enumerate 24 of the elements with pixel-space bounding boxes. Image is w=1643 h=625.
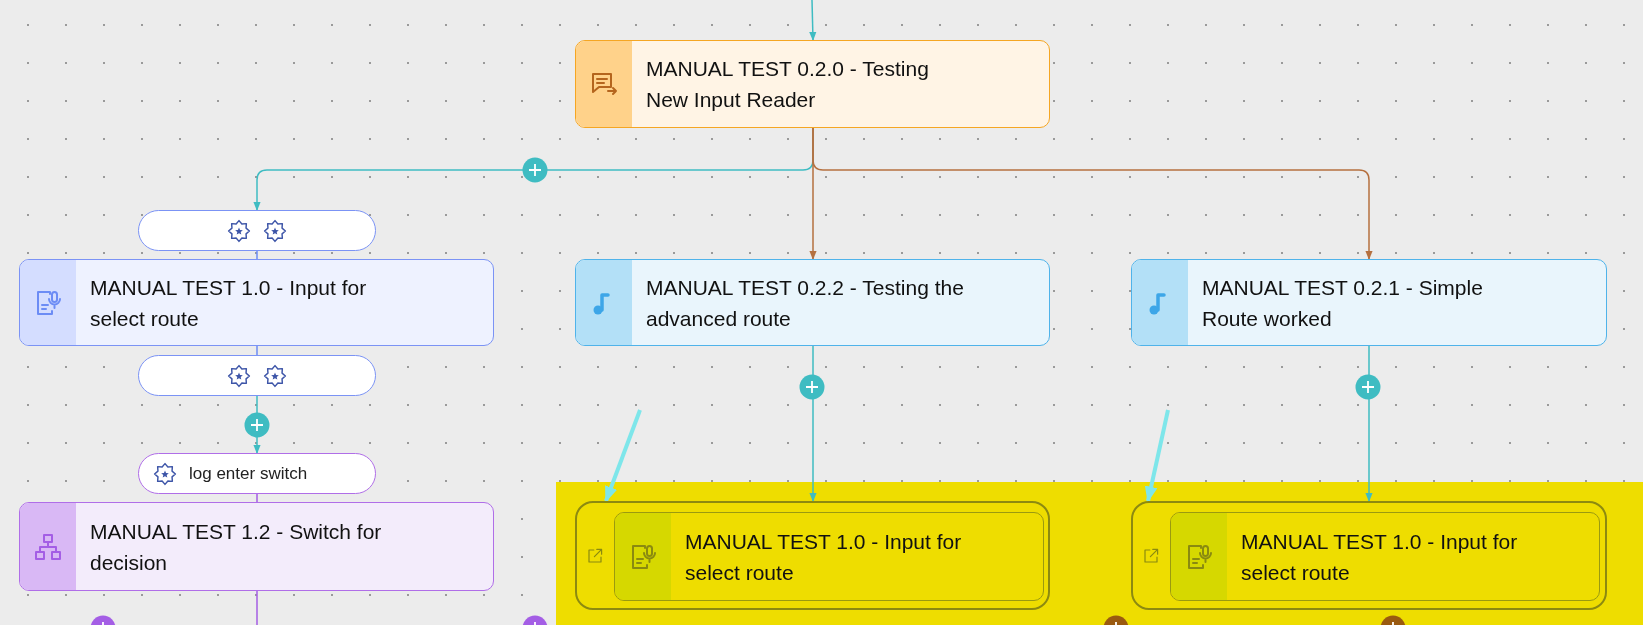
node-label: MANUAL TEST 1.0 - Input for select route [89,274,368,332]
group-frame [1131,501,1607,610]
action-pill [138,453,376,494]
process-step-box [575,40,1050,128]
connector-arrow [809,0,817,41]
node-label: MANUAL TEST 1.2 - Switch for decision [89,518,383,576]
annotation-arrow [604,409,642,503]
node-label: MANUAL TEST 1.0 - Input for select route [684,528,963,586]
node-label: MANUAL TEST 1.0 - Input for select route [1240,528,1519,586]
action-pill [138,355,376,396]
process-step-box [1131,259,1607,346]
node-label: MANUAL TEST 0.2.1 - Simple Route worked [1201,274,1484,332]
process-step-box [19,502,494,591]
node-label: log enter switch [189,463,308,485]
node-label: MANUAL TEST 0.2.2 - Testing the advanced route [645,274,965,332]
connector-arrow [812,127,1373,260]
process-step-box [614,512,1044,601]
group-frame [575,501,1050,610]
process-step-box [19,259,494,346]
annotation-arrow [1144,409,1170,503]
process-step-box [575,259,1050,346]
node-label: MANUAL TEST 0.2.0 - Testing New Input Reader [645,56,930,113]
action-pill [138,210,376,251]
process-step-box [1170,512,1600,601]
